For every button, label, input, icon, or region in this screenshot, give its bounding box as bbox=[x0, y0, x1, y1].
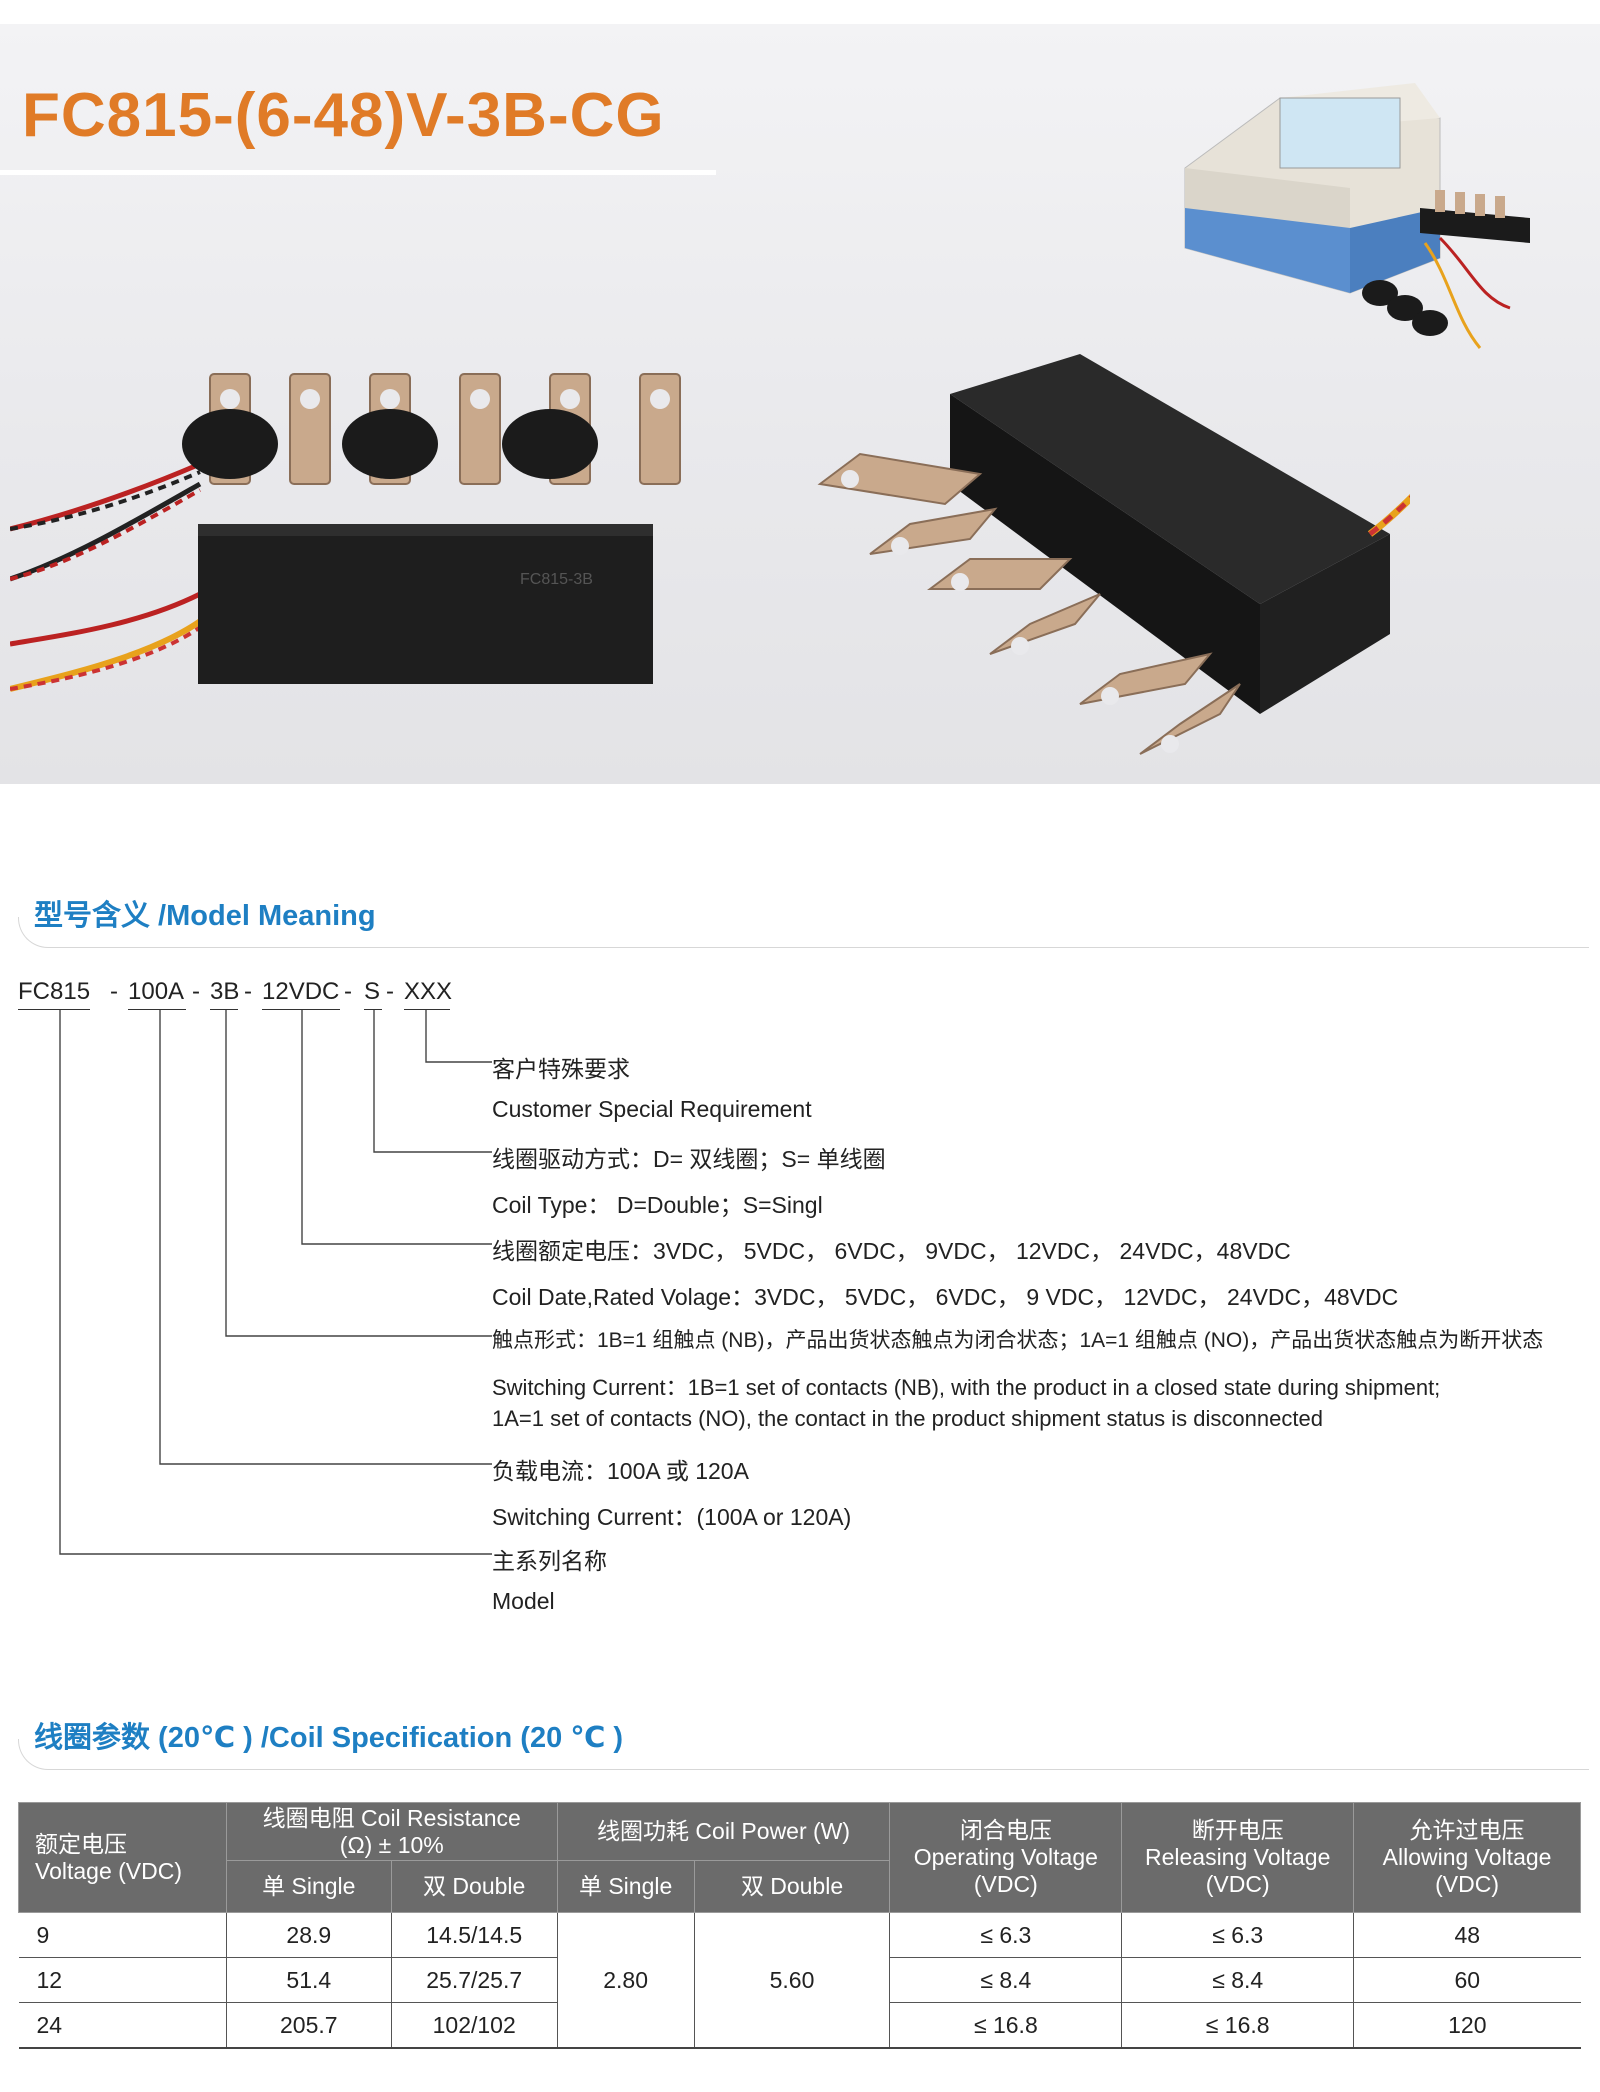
table-row: 9 28.9 14.5/14.5 2.80 5.60 ≤ 6.3 ≤ 6.3 4… bbox=[18, 1912, 1581, 2049]
resistance-double-cell: 14.5/14.5 bbox=[390, 1912, 558, 1958]
relay-front-photo: FC815-3B bbox=[10, 373, 681, 692]
voltage-cell: 12 bbox=[18, 1957, 227, 2003]
resistance-single-cell: 205.7 bbox=[225, 2002, 392, 2049]
allowing-voltage-cell: 48 bbox=[1353, 1912, 1581, 1958]
code-dash: - bbox=[192, 978, 200, 1005]
coil-spec-table: 额定电压 Voltage (VDC) 线圈电阻 Coil Resistance … bbox=[18, 1802, 1581, 2049]
code-dash: - bbox=[386, 978, 394, 1005]
resistance-double-cell: 25.7/25.7 bbox=[390, 1957, 558, 2003]
releasing-voltage-header: 断开电压 Releasing Voltage (VDC) bbox=[1121, 1802, 1355, 1913]
code-series: FC815 bbox=[18, 978, 91, 1005]
table-row: 24 205.7 102/102 ≤ 16.8 ≤ 16.8 120 bbox=[18, 2002, 1581, 2049]
section-divider bbox=[18, 1739, 1589, 1770]
operating-voltage-cell: ≤ 16.8 bbox=[889, 2002, 1122, 2049]
svg-text:FC815-3B: FC815-3B bbox=[520, 571, 593, 588]
load-current-cn: 负载电流：100A 或 120A bbox=[492, 1458, 749, 1484]
coil-spec-heading: 线圈参数 (20℃ ) /Coil Specification (20 ℃ ) bbox=[34, 1722, 624, 1754]
voltage-cell: 9 bbox=[18, 1912, 227, 1958]
rated-voltage-cn: 线圈额定电压：3VDC， 5VDC， 6VDC， 9VDC， 12VDC， 24… bbox=[492, 1238, 1291, 1264]
title-underline bbox=[0, 170, 716, 175]
releasing-voltage-cell: ≤ 16.8 bbox=[1121, 2002, 1354, 2049]
power-single-cell: 2.80 bbox=[556, 1912, 695, 2049]
special-requirement-en: Customer Special Requirement bbox=[492, 1096, 812, 1122]
resistance-double-cell: 102/102 bbox=[390, 2002, 558, 2049]
code-dash: - bbox=[110, 978, 118, 1005]
allowing-voltage-cell: 120 bbox=[1353, 2002, 1581, 2049]
code-current: 100A bbox=[128, 978, 185, 1005]
code-underline bbox=[404, 1009, 450, 1010]
hero-banner: FC815-(6-48)V-3B-CG bbox=[0, 24, 1600, 784]
power-header: 线圈功耗 Coil Power (W) bbox=[556, 1802, 891, 1861]
coil-type-en: Coil Type： D=Double；S=Singl bbox=[492, 1192, 823, 1218]
resistance-single-cell: 28.9 bbox=[225, 1912, 392, 1958]
code-coil: S bbox=[364, 978, 381, 1005]
allowing-voltage-header: 允许过电压 Allowing Voltage (VDC) bbox=[1353, 1802, 1581, 1913]
operating-voltage-cell: ≤ 6.3 bbox=[889, 1912, 1122, 1958]
code-special: XXX bbox=[404, 978, 453, 1005]
code-voltage: 12VDC bbox=[262, 978, 340, 1005]
allowing-voltage-cell: 60 bbox=[1353, 1957, 1581, 2003]
table-row: 12 51.4 25.7/25.7 ≤ 8.4 ≤ 8.4 60 bbox=[18, 1957, 1581, 2003]
series-name-en: Model bbox=[492, 1588, 555, 1614]
releasing-voltage-cell: ≤ 8.4 bbox=[1121, 1957, 1354, 2003]
resistance-double-header: 双 Double bbox=[390, 1860, 558, 1913]
code-underline bbox=[364, 1009, 382, 1010]
model-meaning-heading: 型号含义 /Model Meaning bbox=[34, 900, 376, 932]
contact-form-cn: 触点形式：1B=1 组触点 (NB)，产品出货状态触点为闭合状态；1A=1 组触… bbox=[492, 1329, 1544, 1352]
code-underline bbox=[128, 1009, 186, 1010]
voltage-cell: 24 bbox=[18, 2002, 227, 2049]
meter-box-photo bbox=[1184, 83, 1530, 349]
resistance-header: 线圈电阻 Coil Resistance (Ω) ± 10% bbox=[225, 1802, 558, 1861]
code-contact: 3B bbox=[210, 978, 240, 1005]
special-requirement-cn: 客户特殊要求 bbox=[492, 1056, 630, 1082]
code-dash: - bbox=[244, 978, 252, 1005]
releasing-voltage-cell: ≤ 6.3 bbox=[1121, 1912, 1354, 1958]
operating-voltage-header: 闭合电压 Operating Voltage (VDC) bbox=[889, 1802, 1123, 1913]
resistance-single-cell: 51.4 bbox=[225, 1957, 392, 2003]
power-single-header: 单 Single bbox=[556, 1860, 695, 1913]
operating-voltage-cell: ≤ 8.4 bbox=[889, 1957, 1122, 2003]
contact-form-en-2: 1A=1 set of contacts (NO), the contact i… bbox=[492, 1406, 1323, 1431]
series-name-cn: 主系列名称 bbox=[492, 1548, 607, 1574]
resistance-single-header: 单 Single bbox=[225, 1860, 392, 1913]
rated-voltage-header: 额定电压 Voltage (VDC) bbox=[18, 1802, 227, 1913]
code-underline bbox=[210, 1009, 238, 1010]
power-double-header: 双 Double bbox=[693, 1860, 891, 1913]
code-underline bbox=[262, 1009, 340, 1010]
relay-angled-photo bbox=[817, 354, 1410, 755]
power-double-cell: 5.60 bbox=[693, 1912, 891, 2049]
contact-form-en-1: Switching Current：1B=1 set of contacts (… bbox=[492, 1375, 1441, 1400]
code-underline bbox=[18, 1009, 90, 1010]
load-current-en: Switching Current：(100A or 120A) bbox=[492, 1504, 852, 1530]
coil-type-cn: 线圈驱动方式：D= 双线圈；S= 单线圈 bbox=[492, 1146, 886, 1172]
rated-voltage-en: Coil Date,Rated Volage：3VDC， 5VDC， 6VDC，… bbox=[492, 1284, 1399, 1310]
product-title: FC815-(6-48)V-3B-CG bbox=[22, 81, 665, 150]
code-dash: - bbox=[344, 978, 352, 1005]
